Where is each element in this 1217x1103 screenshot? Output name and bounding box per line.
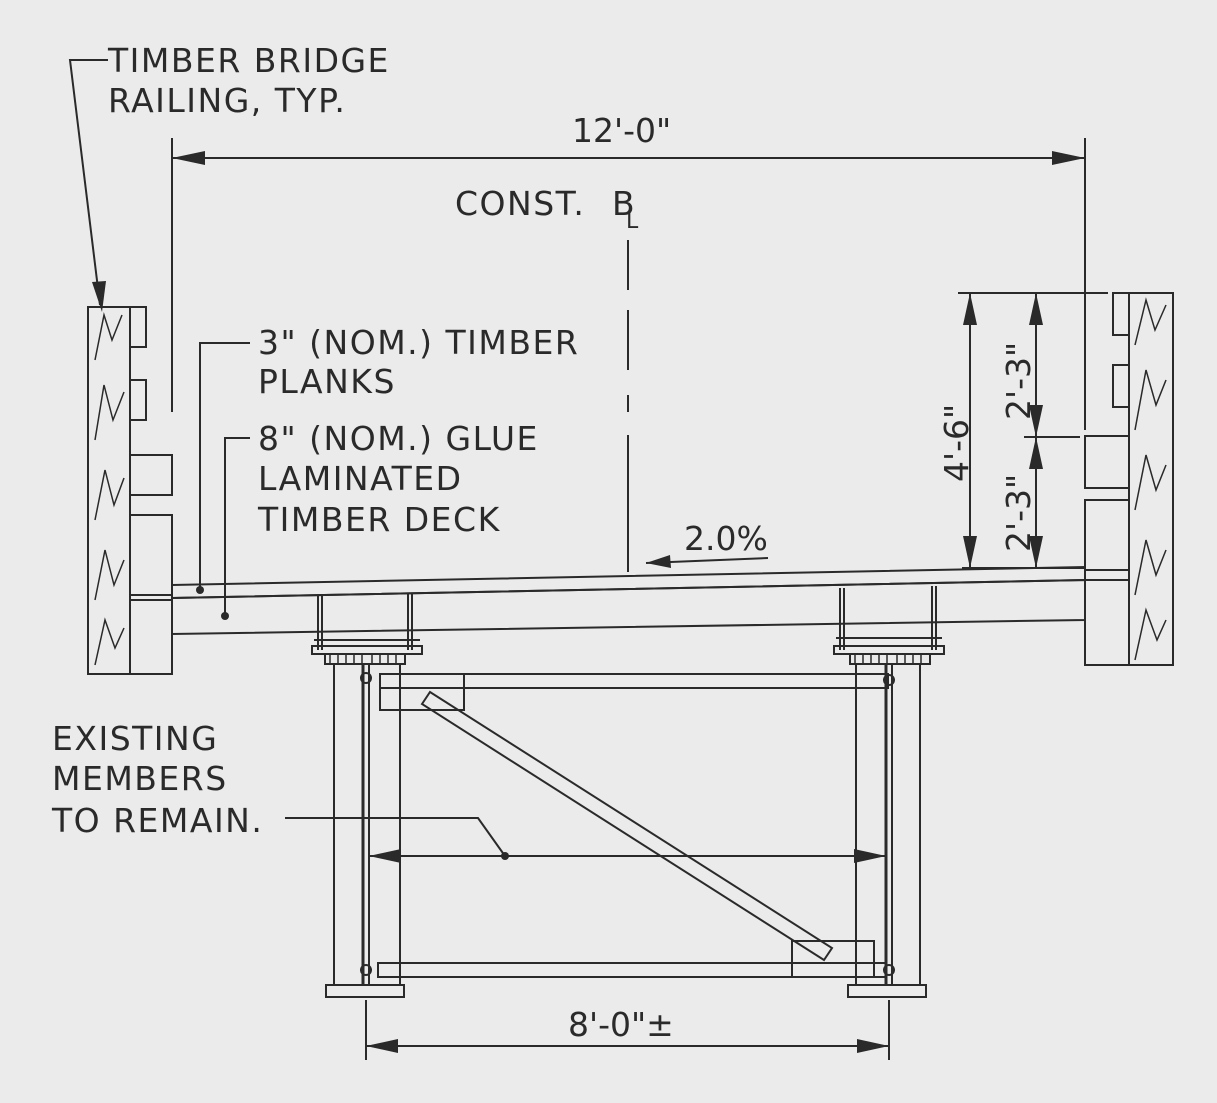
left-bottom-chord: [325, 984, 405, 998]
right-rail-block-1: [1084, 435, 1130, 489]
planks-label-line2: PLANKS: [258, 362, 396, 401]
right-bearing-plate: [833, 645, 945, 655]
lower-floor-beam: [377, 962, 887, 978]
overall-width-dimension: 12'-0": [171, 111, 1086, 430]
existing-label-line1: EXISTING: [52, 719, 218, 758]
construction-centerline: CONST. B L: [455, 184, 640, 572]
left-post-grain: [94, 312, 125, 666]
railing-label-line2: RAILING, TYP.: [108, 81, 346, 120]
upper-floor-beam: [379, 673, 889, 689]
left-rail-block-1: [129, 454, 173, 496]
deck-connections: [311, 586, 945, 655]
left-rail-block-3: [129, 599, 173, 675]
existing-label-line2: MEMBERS: [52, 759, 228, 798]
existing-members-width-line: [369, 849, 886, 863]
right-rail-block-2: [1084, 499, 1130, 571]
rail-upper-text: 2'-3": [999, 342, 1038, 420]
right-rail-board-1: [1112, 292, 1130, 336]
planks-callout: 3" (NOM.) TIMBER PLANKS: [196, 323, 579, 594]
diagonal-brace: [420, 690, 834, 962]
deck-label-line3: TIMBER DECK: [257, 500, 501, 539]
deck-label-line1: 8" (NOM.) GLUE: [258, 419, 539, 458]
glulam-deck: [171, 578, 1086, 636]
right-rail-post: [1128, 292, 1174, 666]
existing-truss: [324, 653, 931, 998]
deck-label-line2: LAMINATED: [258, 459, 463, 498]
rail-height-dimensions: 4'-6" 2'-3" 2'-3": [937, 292, 1108, 569]
existing-members-callout: EXISTING MEMBERS TO REMAIN.: [51, 719, 509, 860]
slope-label: 2.0%: [684, 519, 768, 558]
left-railing: [87, 306, 173, 675]
left-rail-post: [87, 306, 131, 675]
left-bearing-plate: [311, 645, 423, 655]
existing-label-line3: TO REMAIN.: [51, 801, 263, 840]
truss-spacing-text: 8'-0"±: [568, 1005, 674, 1044]
railing-callout: TIMBER BRIDGE RAILING, TYP.: [68, 41, 390, 312]
right-railing: [1084, 292, 1174, 666]
centerline-subscript: L: [626, 209, 640, 234]
slope-indicator: 2.0%: [645, 519, 769, 568]
left-rail-block-2: [129, 514, 173, 596]
right-rail-board-2: [1112, 364, 1130, 408]
overall-width-text: 12'-0": [572, 111, 671, 150]
planks-label-line1: 3" (NOM.) TIMBER: [258, 323, 579, 362]
deck-callout: 8" (NOM.) GLUE LAMINATED TIMBER DECK: [221, 419, 539, 620]
railing-label-line1: TIMBER BRIDGE: [107, 41, 390, 80]
truss-spacing-dimension: 8'-0"±: [365, 1000, 890, 1060]
right-bottom-chord: [847, 984, 927, 998]
left-rail-board-1: [129, 306, 147, 348]
centerline-symbol: B: [612, 184, 636, 223]
const-label: CONST.: [455, 184, 585, 223]
rail-lower-text: 2'-3": [999, 474, 1038, 552]
right-rail-block-3: [1084, 579, 1130, 666]
right-post-grain: [1134, 297, 1167, 661]
timber-deck: [171, 565, 1086, 636]
rail-height-text: 4'-6": [937, 404, 976, 482]
left-rail-board-2: [129, 379, 147, 421]
